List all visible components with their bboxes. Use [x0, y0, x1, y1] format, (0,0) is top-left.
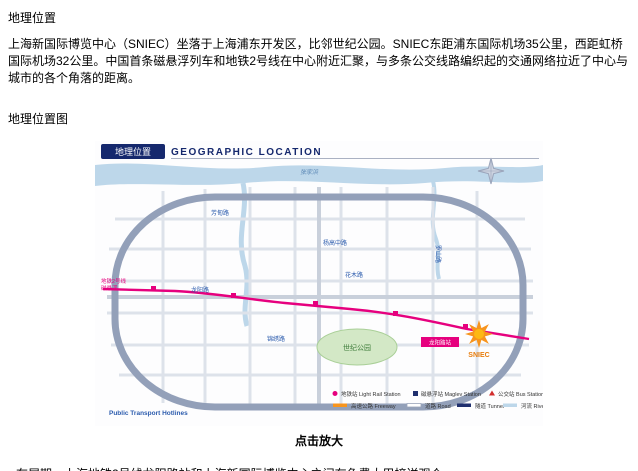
- intro-paragraph: 上海新国际博览中心（SNIEC）坐落于上海浦东开发区，比邻世纪公园。SNIEC东…: [8, 37, 629, 85]
- century-park: 世纪公园: [316, 328, 398, 366]
- legend-item: 地铁站 Light Rail Station: [341, 390, 401, 398]
- hotlines-label: Public Transport Hotlines: [109, 410, 188, 417]
- street-label: 芳甸路: [211, 209, 229, 217]
- major-roads: [107, 187, 533, 409]
- map-title-en: GEOGRAPHIC LOCATION: [171, 147, 322, 158]
- metro-stations: [151, 286, 468, 329]
- longyang-station-label: 龙阳路站: [429, 339, 452, 347]
- legend-item: 隧道 Tunnel: [475, 402, 504, 410]
- map-title-bar: 地理位置 GEOGRAPHIC LOCATION: [101, 144, 539, 159]
- legend-item: 道路 Road: [425, 402, 451, 410]
- map-legend: 地铁站 Light Rail Station 磁悬浮站 Maglev Stati…: [332, 390, 543, 410]
- legend-bus-icon: [489, 390, 495, 396]
- legend-tunnel-swatch: [457, 403, 471, 407]
- sniec-logo-icon: [465, 320, 493, 348]
- legend-river-swatch: [503, 403, 517, 407]
- location-map-image[interactable]: 张家浜: [95, 141, 543, 426]
- ring-road: [111, 193, 527, 411]
- legend-item: 河流 River: [521, 402, 543, 410]
- longyang-station-marker: 龙阳路站: [421, 337, 459, 347]
- map-title-cn: 地理位置: [115, 146, 151, 157]
- section-heading-map: 地理位置图: [8, 112, 69, 126]
- maglev-label: 磁悬浮: [101, 284, 118, 292]
- street-label: 罗山路: [434, 245, 442, 263]
- legend-maglev-icon: [413, 391, 418, 396]
- legend-item: 高速公路 Freeway: [351, 402, 396, 410]
- location-map-svg[interactable]: 张家浜: [95, 141, 543, 426]
- footer-note: 在展期，上海地铁2号线龙阳路站和上海新国际博览中心之间有免费大巴接送观众。: [16, 466, 630, 471]
- sniec-label: SNIEC: [468, 352, 489, 359]
- section-heading-location: 地理位置: [8, 11, 57, 25]
- legend-road-swatch: [406, 403, 422, 408]
- compass-icon: [477, 157, 505, 185]
- legend-metro-icon: [332, 391, 338, 396]
- metro-line-2: [102, 286, 530, 341]
- legend-item: 公交站 Bus Station: [498, 390, 543, 398]
- creek-label: 张家浜: [300, 168, 319, 176]
- street-label: 杨高中路: [323, 239, 347, 247]
- street-label: 花木路: [345, 271, 363, 279]
- river-shapes: [95, 163, 543, 327]
- park-label: 世纪公园: [343, 343, 371, 352]
- street-label: 龙阳路: [191, 286, 209, 294]
- legend-item: 磁悬浮站 Maglev Station: [421, 390, 481, 398]
- click-to-enlarge-link[interactable]: 点击放大: [294, 434, 343, 448]
- metro-line-label: 地铁2号线: [101, 277, 127, 285]
- legend-freeway-swatch: [333, 403, 347, 407]
- street-label: 锦绣路: [267, 335, 285, 343]
- street-labels: 杨高中路 龙阳路 锦绣路 花木路 罗山路 芳甸路: [191, 209, 442, 343]
